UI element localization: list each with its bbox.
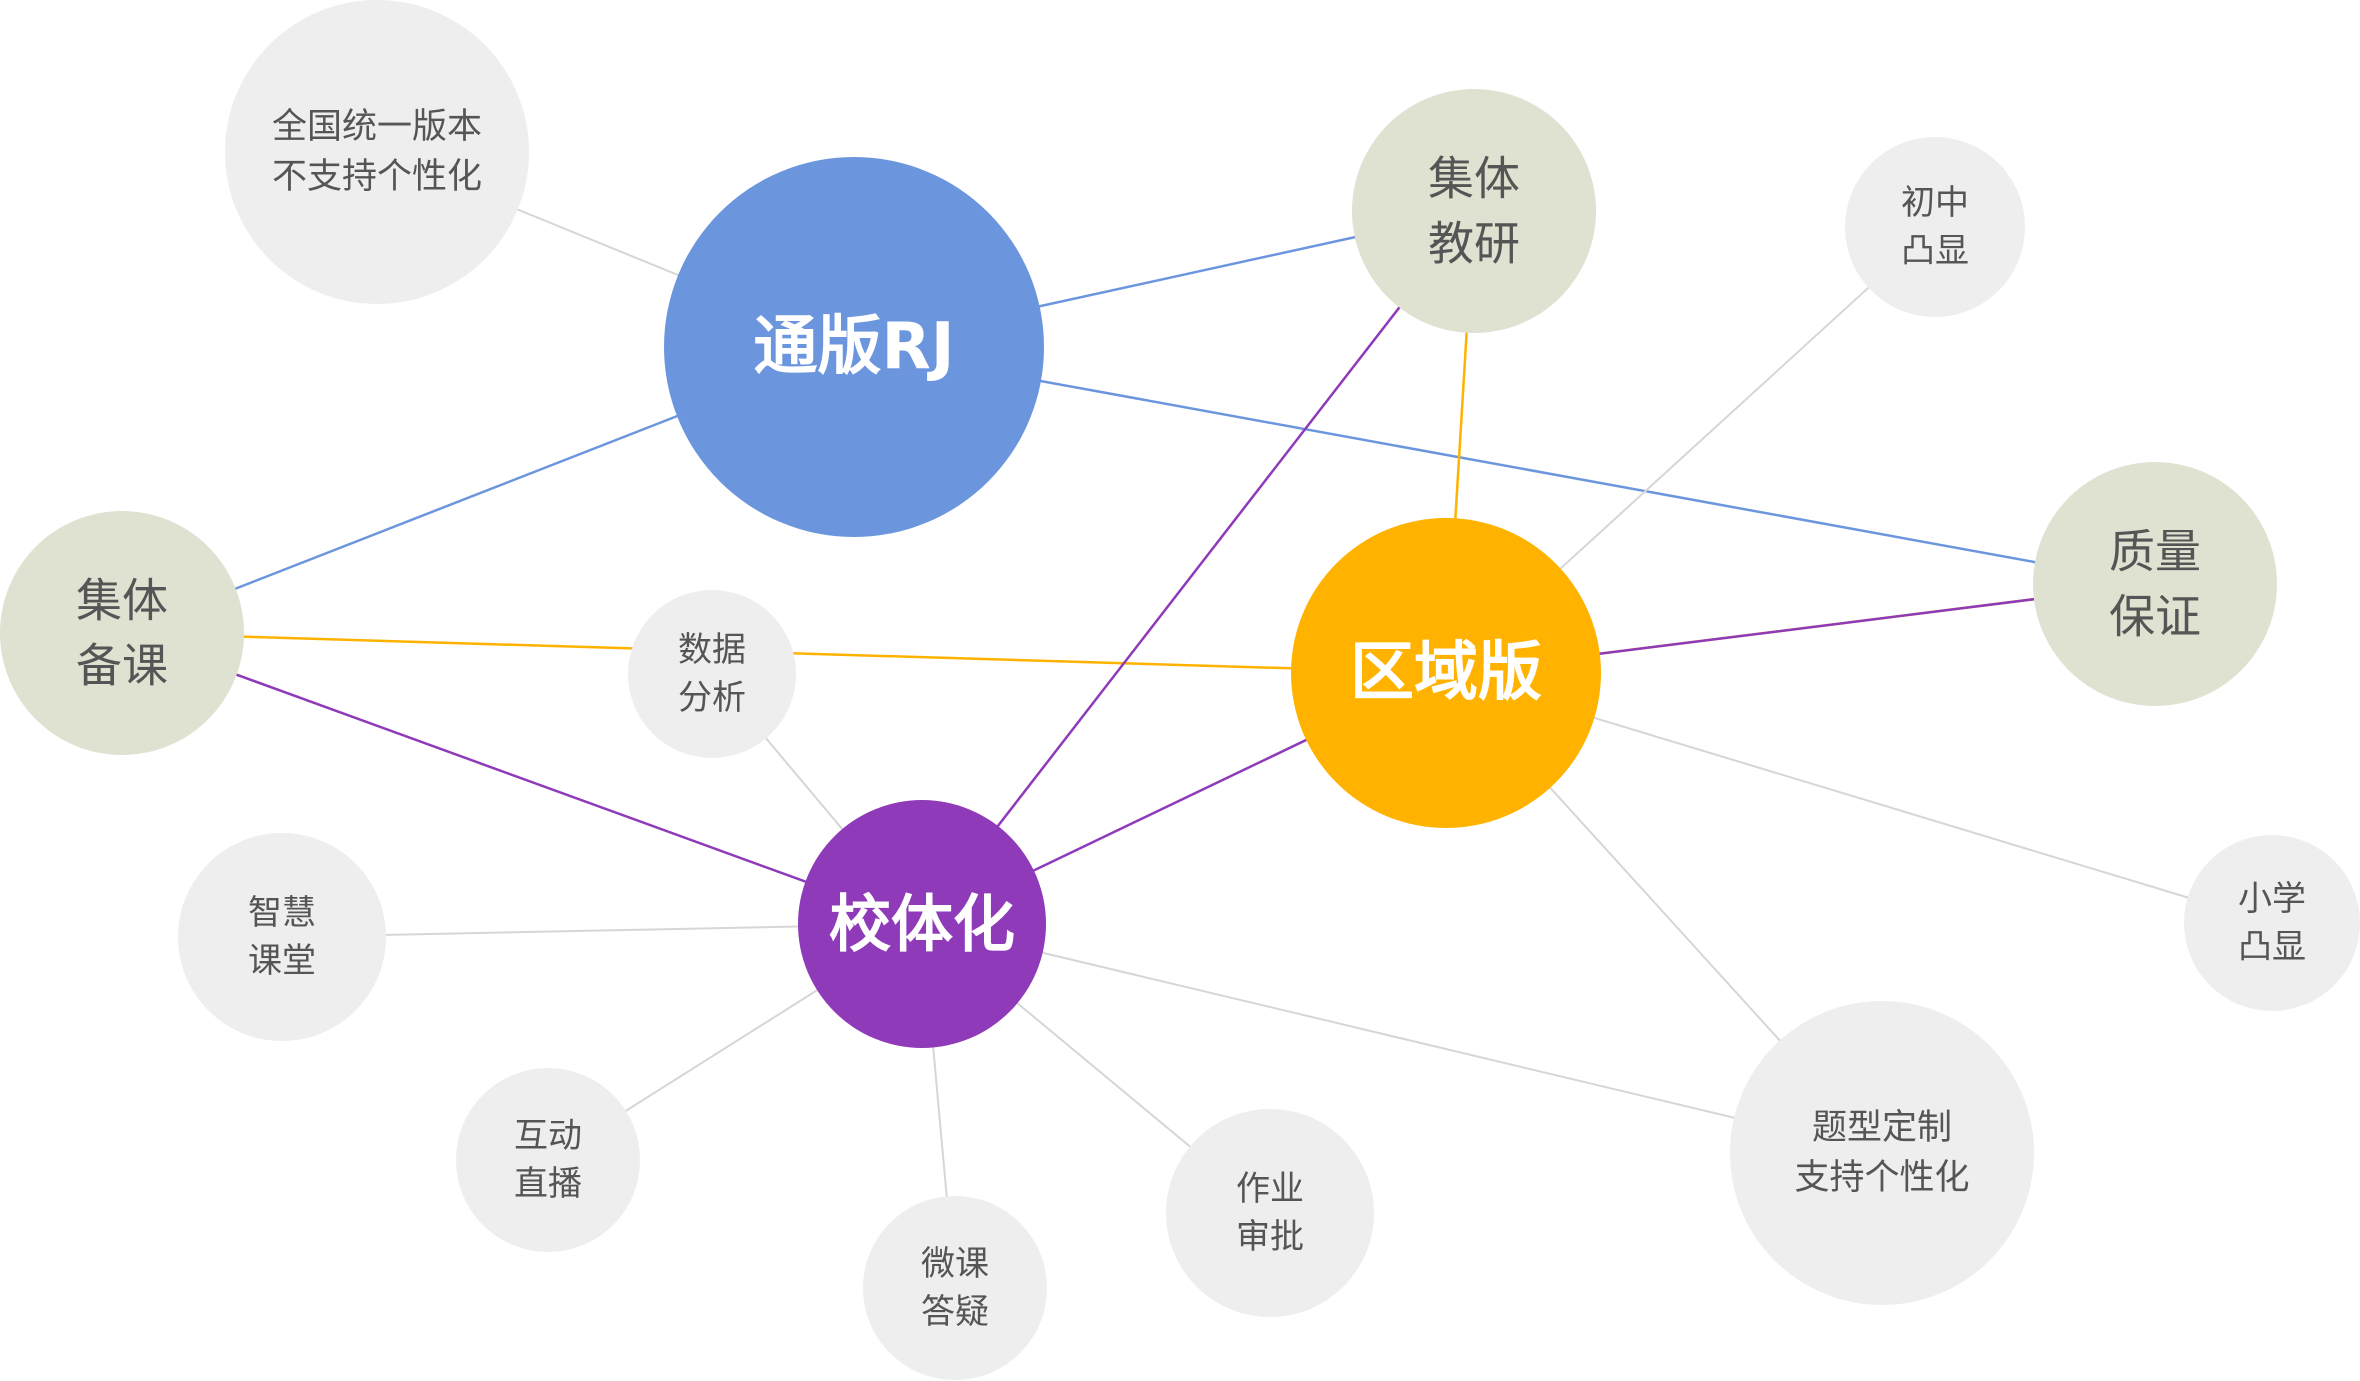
edge-tongban-zhiliang: [853, 345, 2156, 586]
node-circle-tongban: [664, 157, 1044, 537]
node-label-zhiliang-0: 质量: [2109, 524, 2201, 578]
node-label-zhihui-0: 智慧: [248, 893, 316, 933]
node-label-jiti_bk-0: 集体: [76, 573, 168, 627]
node-label-jiti_bk-1: 备课: [76, 639, 168, 693]
node-label-tixing-1: 支持个性化: [1794, 1158, 1969, 1198]
node-label-chuzhong-1: 凸显: [1901, 231, 1969, 271]
edge-xiaoti-jiti_jy: [921, 210, 1475, 925]
node-tongban: 通版RJ: [664, 157, 1044, 537]
node-label-xiaoti-0: 校体化: [829, 888, 1015, 961]
node-label-weike-0: 微课: [921, 1244, 989, 1284]
node-label-tixing-0: 题型定制: [1812, 1108, 1952, 1148]
node-label-shuju-0: 数据: [678, 630, 746, 670]
node-circle-zhiliang: [2033, 462, 2277, 706]
node-label-weike-1: 答疑: [921, 1292, 989, 1332]
node-label-xiaoxue-1: 凸显: [2238, 927, 2306, 967]
node-circle-xiaoti: [798, 800, 1046, 1048]
node-circle-quyu: [1291, 518, 1601, 828]
node-label-tongban-0: 通版RJ: [753, 310, 954, 384]
node-label-xiaoxue-0: 小学: [2238, 879, 2306, 919]
node-label-zhiliang-1: 保证: [2109, 590, 2201, 644]
edge-xiaoti-jiti_bk: [121, 631, 923, 926]
node-label-jiti_jy-1: 教研: [1428, 217, 1520, 271]
node-circle-xiaoxue: [2184, 835, 2360, 1011]
node-circle-hudong: [456, 1068, 640, 1252]
node-circle-shuju: [628, 590, 796, 758]
node-circle-zuoye: [1166, 1109, 1374, 1317]
node-quyu: 区域版: [1291, 518, 1601, 828]
node-label-chuzhong-0: 初中: [1901, 183, 1969, 223]
node-circle-tixing: [1730, 1001, 2034, 1305]
node-label-zuoye-0: 作业: [1236, 1169, 1304, 1209]
node-circle-jiti_bk: [0, 511, 244, 755]
node-circle-zhihui: [178, 833, 386, 1041]
node-label-quanguo-0: 全国统一版本: [272, 107, 482, 147]
node-label-quyu-0: 区域版: [1350, 636, 1542, 710]
node-label-zhihui-1: 课堂: [248, 941, 316, 981]
node-label-hudong-0: 互动: [514, 1116, 582, 1156]
node-label-hudong-1: 直播: [514, 1164, 582, 1204]
node-xiaoti: 校体化: [798, 800, 1046, 1048]
edge-xiaoti-tixing-19: [921, 923, 1883, 1154]
node-label-quanguo-1: 不支持个性化: [272, 157, 482, 197]
node-circle-chuzhong: [1845, 137, 2025, 317]
node-circle-quanguo: [225, 0, 529, 304]
node-circle-jiti_jy: [1352, 89, 1596, 333]
node-label-zuoye-1: 审批: [1236, 1217, 1304, 1257]
node-label-jiti_jy-0: 集体: [1428, 151, 1520, 205]
node-label-shuju-1: 分析: [678, 678, 746, 718]
node-circle-weike: [863, 1196, 1047, 1380]
